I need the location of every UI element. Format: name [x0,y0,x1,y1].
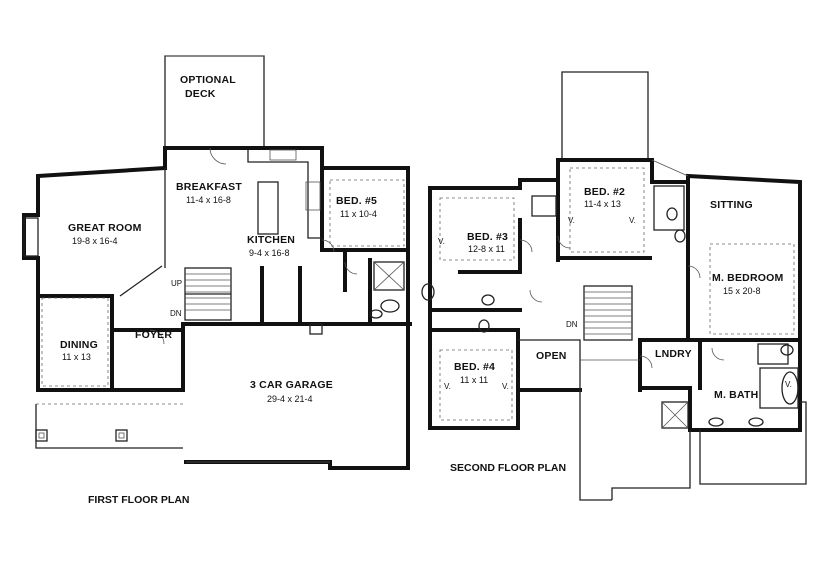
second-floor-title: SECOND FLOOR PLAN [450,462,567,474]
vault-mark: V. [629,216,636,225]
dining-dims: 11 x 13 [62,352,91,362]
stairs-dn-label-2: DN [566,320,578,329]
dining-label: DINING [60,339,98,351]
bed4-label: BED. #4 [454,361,496,373]
open-label: OPEN [536,350,567,362]
master-bedroom-label: M. BEDROOM [712,272,784,284]
vault-mark: V. [502,382,509,391]
porch-column [35,429,48,442]
porch-column [115,429,128,442]
bed5-dims: 11 x 10-4 [340,209,377,219]
bed2-label: BED. #2 [584,186,626,198]
vault-mark: V. [438,237,445,246]
bed4-dims: 11 x 11 [460,375,489,385]
bed3-dims: 12-8 x 11 [468,244,505,254]
stairs-up-label: UP [171,279,183,288]
first-floor-plan [22,55,412,470]
garage-label: 3 CAR GARAGE [250,379,333,391]
great-room-label: GREAT ROOM [68,222,142,234]
great-room-dims: 19-8 x 16-4 [72,236,118,246]
kitchen-dims: 9-4 x 16-8 [249,248,290,258]
master-bath-label: M. BATH [714,389,759,401]
vault-mark: V. [785,380,792,389]
bed2-dims: 11-4 x 13 [584,199,621,209]
stairs-dn-label: DN [170,309,182,318]
breakfast-dims: 11-4 x 16-8 [186,195,231,205]
bed3-label: BED. #3 [467,231,509,243]
laundry-label: LNDRY [655,348,692,360]
first-floor-exterior-wall [163,146,410,470]
sitting-label: SITTING [710,199,753,211]
kitchen-label: KITCHEN [247,234,296,246]
second-floor-stairs [583,285,633,341]
deck-label-line1: OPTIONAL [180,74,236,86]
foyer-label: FOYER [135,329,173,341]
deck-label-line2: DECK [185,88,216,100]
second-floor-plan [421,71,807,501]
first-floor-title: FIRST FLOOR PLAN [88,494,190,506]
roof-outline [561,71,649,160]
vault-mark: V. [568,216,575,225]
fireplace [23,217,39,257]
breakfast-label: BREAKFAST [176,181,242,193]
master-bedroom-dims: 15 x 20-8 [723,286,761,296]
garage-dims: 29-4 x 21-4 [267,394,313,404]
first-floor-stairs [184,267,232,321]
bed5-label: BED. #5 [336,195,378,207]
vault-mark: V. [444,382,451,391]
kitchen-island [257,181,279,235]
deck-outline [164,55,265,146]
